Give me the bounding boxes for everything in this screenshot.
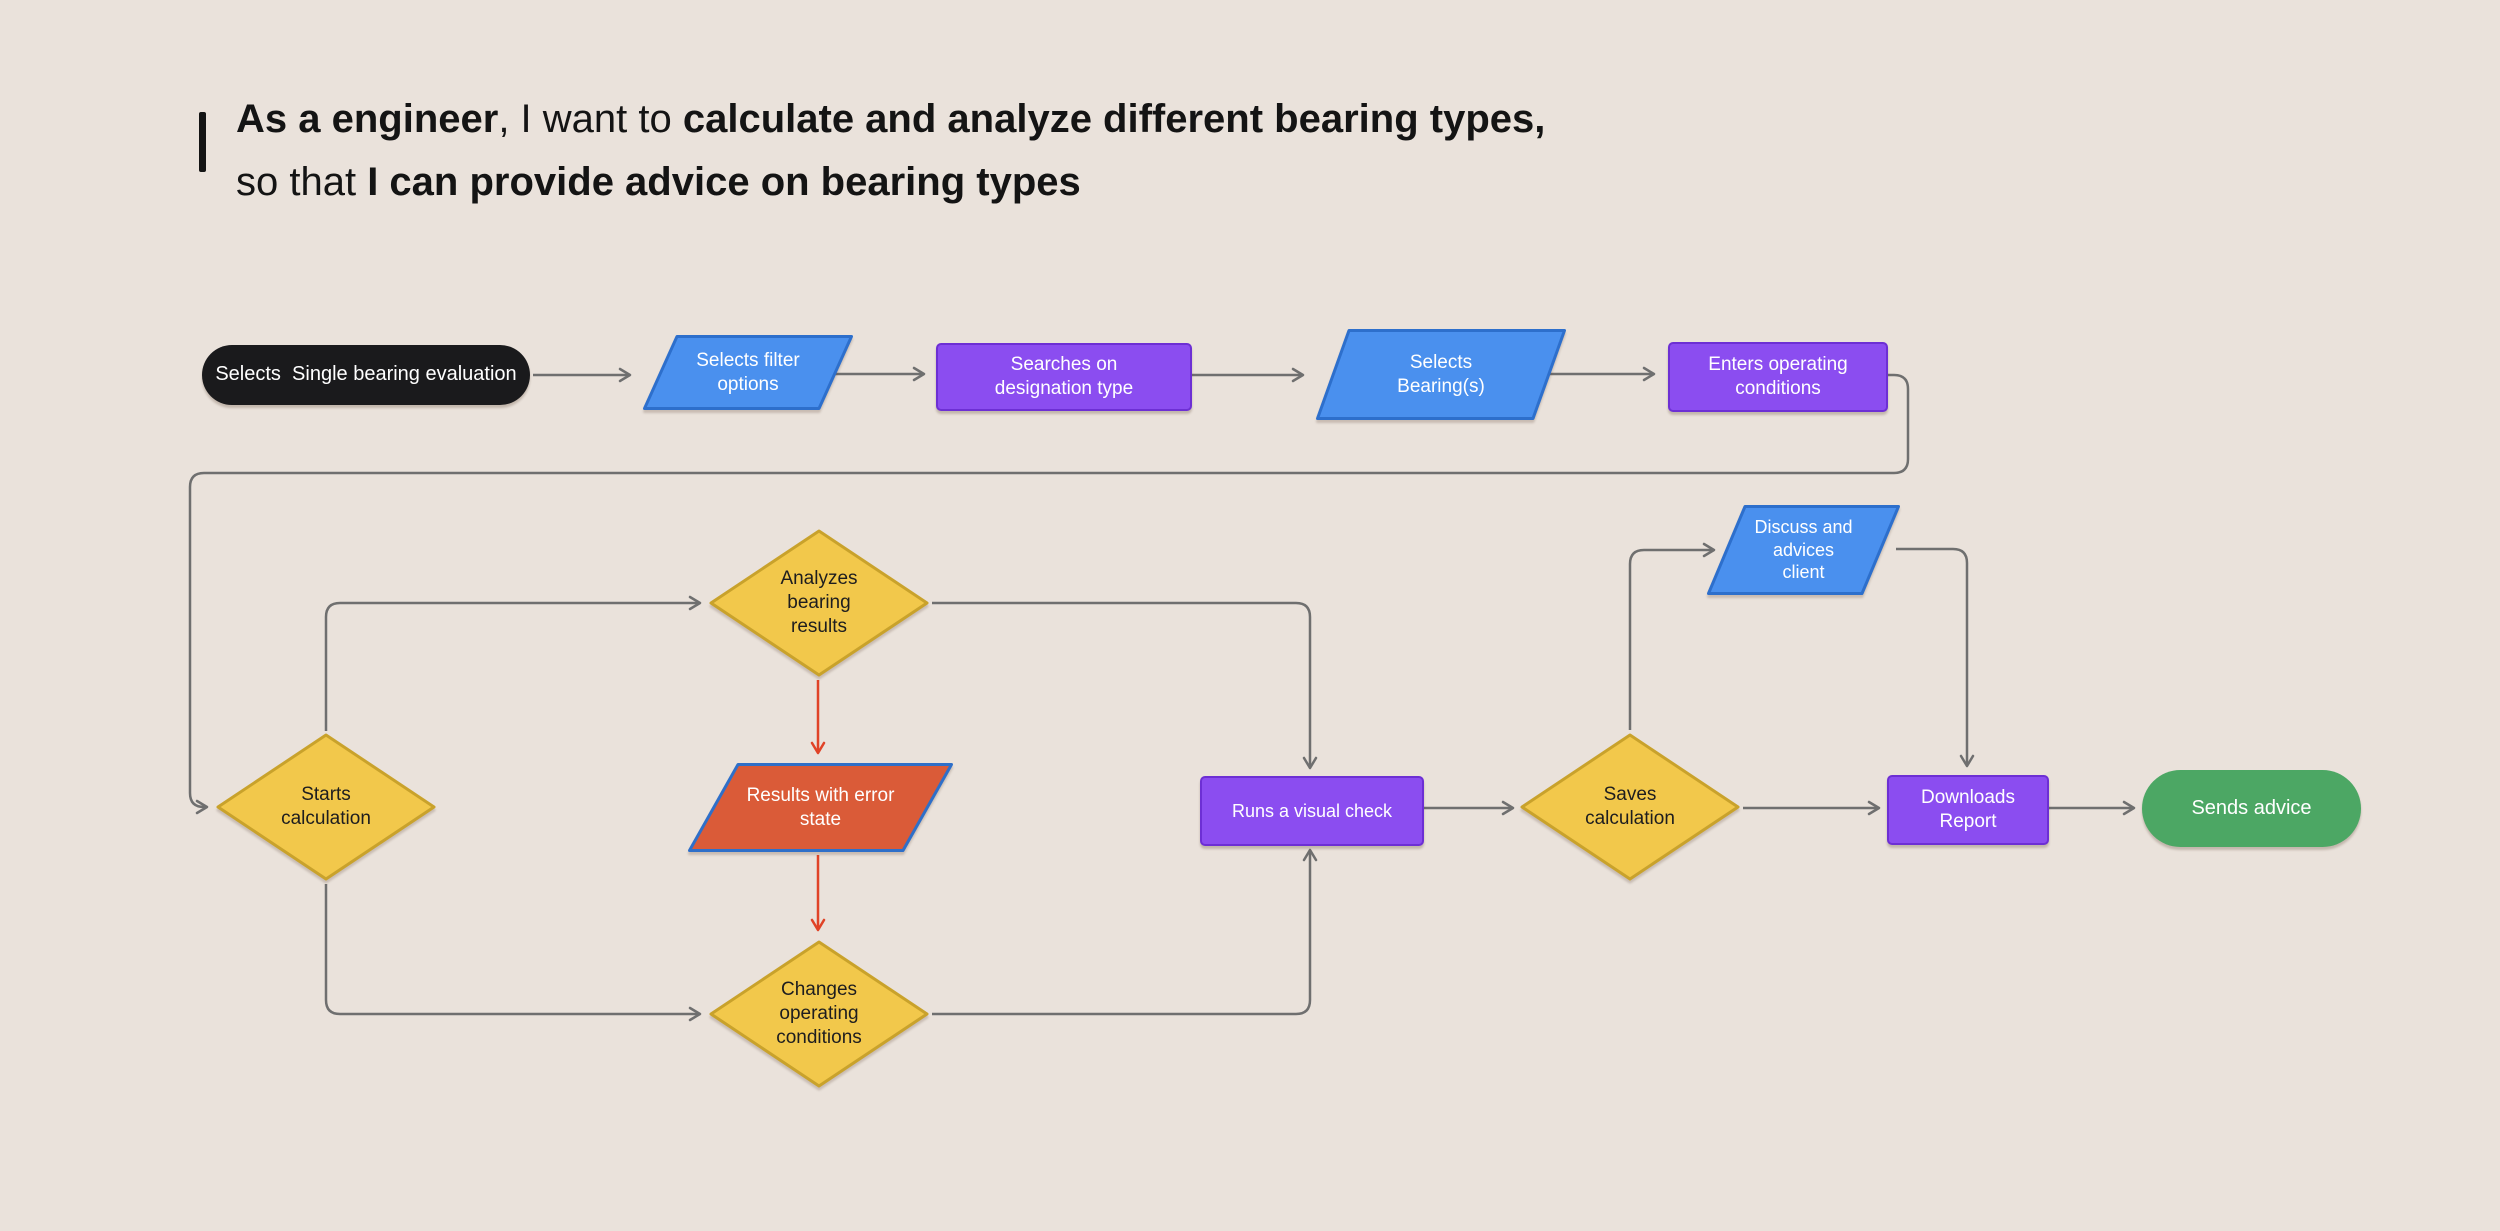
diamond-shape	[1520, 733, 1740, 881]
node-label: Selects Bearing(s)	[1397, 351, 1485, 397]
parallelogram-shape	[1707, 505, 1900, 595]
title-accent-bar	[199, 112, 206, 172]
title-line-2: so that I can provide advice on bearing …	[236, 151, 1545, 214]
node-changes-conditions[interactable]: Changes operating conditions	[709, 940, 929, 1088]
diamond-shape	[216, 733, 436, 881]
title-segment: As a engineer	[236, 97, 499, 141]
connector-discuss-to-downloads	[1896, 547, 1975, 768]
node-label: Runs a visual check	[1231, 800, 1393, 821]
node-label: Results with error state	[746, 784, 900, 830]
node-label: Changes operating conditions	[776, 979, 864, 1048]
node-label: Discuss and advices client	[1754, 516, 1858, 583]
connector-starts-to-analyzes	[324, 595, 702, 731]
parallelogram-shape	[643, 335, 853, 410]
node-label: Starts calculation	[281, 784, 371, 829]
node-searches-designation[interactable]: Searches on designation type	[936, 343, 1192, 411]
connector-starts-to-changes	[324, 884, 702, 1022]
title-segment: I can provide advice on bearing types	[367, 160, 1081, 204]
node-results-error-state[interactable]: Results with error state	[688, 763, 953, 852]
connector-conditions-to-starts	[188, 373, 1910, 815]
node-runs-visual-check[interactable]: Runs a visual check	[1200, 776, 1424, 846]
node-label: Analyzes bearing results	[780, 568, 863, 637]
title-segment: calculate and analyze different bearing …	[682, 97, 1546, 141]
connector-analyzes-to-runs	[932, 601, 1318, 770]
node-selects-bearings[interactable]: Selects Bearing(s)	[1316, 329, 1566, 420]
node-label: Sends advice	[2191, 796, 2312, 819]
node-label: Enters operating conditions	[1708, 354, 1853, 399]
node-saves-calculation[interactable]: Saves calculation	[1520, 733, 1740, 881]
connector-saves-to-discuss	[1628, 542, 1716, 730]
node-starts-calculation[interactable]: Starts calculation	[216, 733, 436, 881]
node-label: Searches on designation type	[994, 354, 1134, 399]
node-analyzes-results[interactable]: Analyzes bearing results	[709, 529, 929, 677]
title-segment: , I want to	[498, 97, 683, 141]
node-label: Selects Single bearing evaluation	[215, 363, 517, 386]
node-sends-advice-pill[interactable]: Sends advice	[2142, 770, 2361, 847]
parallelogram-shape	[688, 763, 953, 852]
node-discuss-advices-client[interactable]: Discuss and advices client	[1707, 505, 1900, 595]
node-label: Selects filter options	[696, 349, 806, 395]
connector-changes-to-runs	[932, 848, 1318, 1016]
node-label: Saves calculation	[1585, 784, 1675, 829]
user-story-title[interactable]: As a engineer, I want to calculate and a…	[236, 88, 1545, 214]
diamond-shape	[709, 529, 929, 677]
title-line-1: As a engineer, I want to calculate and a…	[236, 88, 1545, 151]
title-segment: so that	[236, 160, 368, 204]
node-label: Downloads Report	[1921, 787, 2021, 832]
node-start-pill[interactable]: Selects Single bearing evaluation	[202, 345, 530, 405]
node-enters-conditions[interactable]: Enters operating conditions	[1668, 342, 1888, 412]
diamond-shape	[709, 940, 929, 1088]
node-selects-filter-options[interactable]: Selects filter options	[643, 335, 853, 410]
parallelogram-shape	[1316, 329, 1566, 420]
node-downloads-report[interactable]: Downloads Report	[1887, 775, 2049, 845]
